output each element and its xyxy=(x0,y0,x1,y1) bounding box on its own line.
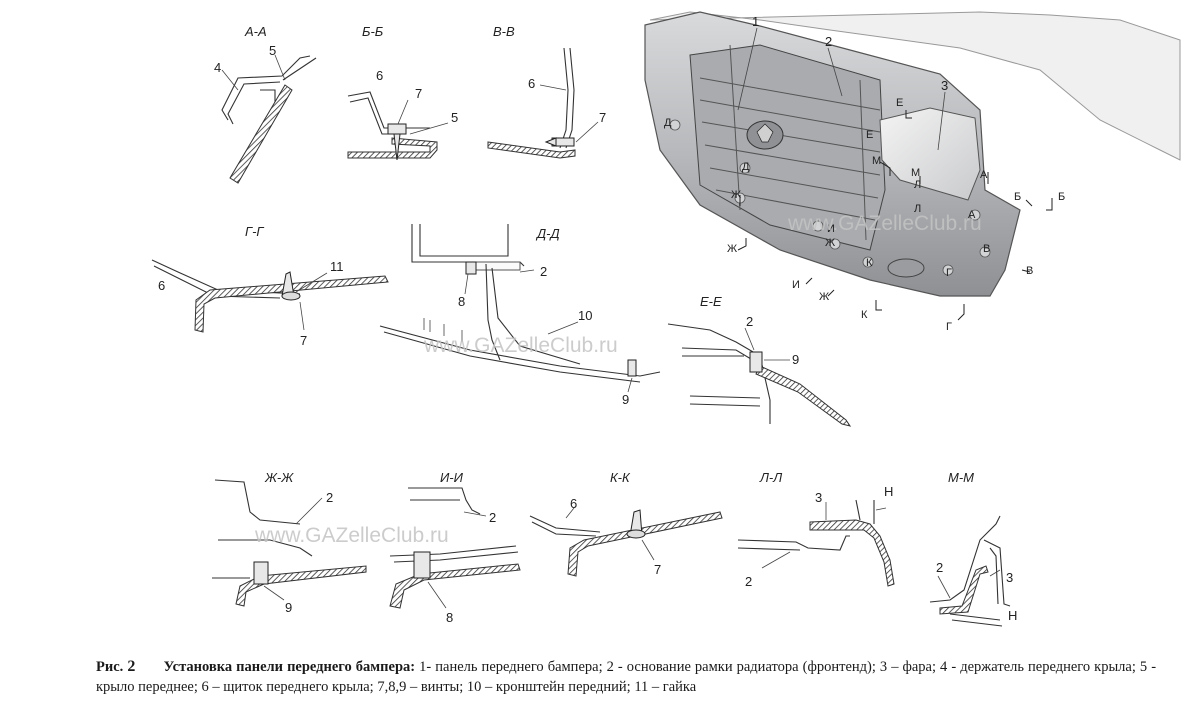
section-kk: К-К 6 7 xyxy=(529,470,723,577)
section-title: Б-Б xyxy=(362,24,384,39)
label-2: 2 xyxy=(746,314,753,329)
cut-marker: Л xyxy=(914,203,921,215)
label-3: 3 xyxy=(1006,570,1013,585)
cut-marker: В xyxy=(983,243,990,255)
label-6: 6 xyxy=(376,68,383,83)
section-title: В-В xyxy=(493,24,515,39)
bumper-installation-figure: А-А 4 5 Б-Б 6 7 5 В-В 6 7 xyxy=(151,11,1181,627)
section-dd: Д-Д 2 8 10 9 www.GAZelleClub.ru xyxy=(379,224,661,407)
label-2: 2 xyxy=(326,490,333,505)
label-9: 9 xyxy=(622,392,629,407)
section-mm: М-М 2 3 Н xyxy=(929,470,1017,627)
cut-marker: В xyxy=(1026,265,1033,277)
label-8: 8 xyxy=(446,610,453,625)
watermark: www.GAZelleClub.ru xyxy=(423,334,618,357)
cut-marker: Б xyxy=(1058,191,1065,203)
cut-marker: Е xyxy=(866,129,873,141)
cut-marker: А xyxy=(980,169,988,181)
part-label-3: 3 xyxy=(941,78,948,93)
section-title: И-И xyxy=(440,470,464,485)
label-7: 7 xyxy=(300,333,307,348)
section-title: Л-Л xyxy=(759,470,782,485)
label-2: 2 xyxy=(745,574,752,589)
caption-title: Установка панели переднего бампера: xyxy=(163,659,416,675)
section-ee: Е-Е 2 9 xyxy=(667,294,852,427)
section-gg: Г-Г 11 6 7 xyxy=(151,224,389,348)
part-label-2: 2 xyxy=(825,34,832,49)
cut-marker: Б xyxy=(1014,191,1021,203)
label-7: 7 xyxy=(599,110,606,125)
label-6: 6 xyxy=(158,278,165,293)
label-3: 3 xyxy=(815,490,822,505)
cut-marker: И xyxy=(792,279,800,291)
label-7: 7 xyxy=(654,562,661,577)
label-2: 2 xyxy=(540,264,547,279)
section-title: Д-Д xyxy=(535,226,560,241)
section-title: Г-Г xyxy=(245,224,264,239)
caption-text: 1- панель переднего бампера; 2 - основан… xyxy=(96,659,1157,695)
watermark: www.GAZelleClub.ru xyxy=(787,212,982,235)
section-ii: И-И 2 8 xyxy=(389,470,521,625)
label-6: 6 xyxy=(528,76,535,91)
label-9: 9 xyxy=(285,600,292,615)
bumper-3d-view: 1 2 3 Д Е Е М М Л Л А А Б Б Ж Ж Ж Ж И И … xyxy=(644,11,1181,333)
cut-marker: Д xyxy=(742,161,750,173)
label-8: 8 xyxy=(458,294,465,309)
section-ll: Л-Л 3 Н 2 xyxy=(737,470,895,589)
section-title: Е-Е xyxy=(700,294,722,309)
label-2: 2 xyxy=(489,510,496,525)
section-zhzh: Ж-Ж 2 9 www.GAZelleClub.ru xyxy=(212,470,449,615)
label-11: 11 xyxy=(330,259,344,274)
figure-caption: Рис. 2 Установка панели переднего бампер… xyxy=(96,657,1156,697)
label-5: 5 xyxy=(451,110,458,125)
cut-marker: Е xyxy=(896,97,903,109)
label-9: 9 xyxy=(792,352,799,367)
cut-marker: Ж xyxy=(819,291,829,303)
cut-marker: Ж xyxy=(731,189,741,201)
section-bb: Б-Б 6 7 5 xyxy=(347,24,458,161)
section-title: М-М xyxy=(948,470,974,485)
cut-marker: Ж xyxy=(727,243,737,255)
cut-marker: К xyxy=(861,309,868,321)
label-H: Н xyxy=(1008,608,1017,623)
section-title: К-К xyxy=(610,470,631,485)
section-aa: А-А 4 5 xyxy=(214,24,317,184)
cut-marker: М xyxy=(911,167,920,179)
cut-marker: Д xyxy=(664,117,672,129)
cut-marker: М xyxy=(872,155,881,167)
label-7: 7 xyxy=(415,86,422,101)
part-label-1: 1 xyxy=(752,14,759,29)
cut-marker: Г xyxy=(946,267,952,279)
section-title: Ж-Ж xyxy=(264,470,294,485)
label-6: 6 xyxy=(570,496,577,511)
label-4: 4 xyxy=(214,60,221,75)
cut-marker: Л xyxy=(914,179,921,191)
fig-label: Рис. xyxy=(96,659,124,675)
label-2: 2 xyxy=(936,560,943,575)
watermark: www.GAZelleClub.ru xyxy=(254,524,449,547)
section-vv: В-В 6 7 xyxy=(487,24,606,159)
cut-marker: Ж xyxy=(825,237,835,249)
cut-marker: А xyxy=(968,209,976,221)
fig-number: 2 xyxy=(127,658,136,675)
section-title: А-А xyxy=(244,24,267,39)
label-5: 5 xyxy=(269,43,276,58)
cut-marker: Г xyxy=(946,321,952,333)
label-H: Н xyxy=(884,484,893,499)
cut-marker: И xyxy=(827,223,835,235)
label-10: 10 xyxy=(578,308,592,323)
cut-marker: К xyxy=(866,257,873,269)
